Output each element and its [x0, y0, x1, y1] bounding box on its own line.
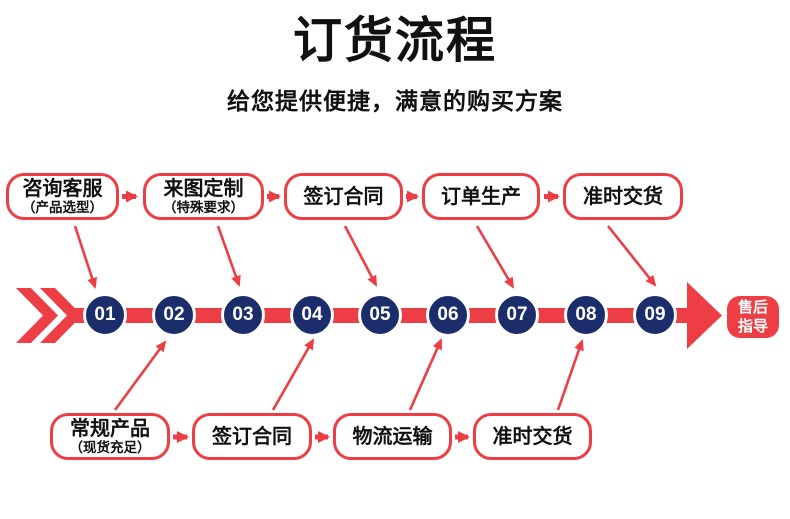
step-box-label: 订单生产: [441, 185, 521, 208]
timeline-step-03: 03: [221, 293, 265, 337]
step-box-label: 来图定制: [163, 178, 244, 200]
page-title: 订货流程: [292, 14, 497, 68]
step-box-label: 签订合同: [212, 425, 292, 448]
timeline-step-04: 04: [290, 293, 334, 337]
step-box-consult-service: 咨询客服 （产品选型）: [6, 173, 119, 220]
timeline-step-07: 07: [495, 293, 539, 337]
step-box-ontime-delivery-bottom: 准时交货: [473, 413, 592, 460]
timeline-step-01: 01: [83, 293, 127, 337]
timeline-step-02: 02: [152, 293, 196, 337]
timeline-step-08: 08: [564, 293, 608, 337]
timeline-step-05: 05: [358, 293, 402, 337]
step-box-label: 签订合同: [303, 185, 384, 208]
page-subtitle: 给您提供便捷，满意的购买方案: [227, 87, 563, 114]
step-box-order-production: 订单生产: [422, 173, 540, 220]
step-box-label: 准时交货: [583, 185, 663, 208]
bottom-to-timeline-arrows: [113, 338, 584, 411]
double-chevron-right-icon: [16, 288, 82, 343]
top-to-timeline-arrows: [73, 225, 657, 289]
step-box-sublabel: （特殊要求）: [163, 200, 244, 215]
step-box-label: 咨询客服: [22, 178, 103, 200]
after-sales-line2: 指导: [737, 318, 768, 335]
step-box-label: 准时交货: [492, 425, 573, 448]
after-sales-line1: 售后: [737, 299, 768, 316]
step-box-logistics: 物流运输: [333, 413, 452, 460]
step-box-custom-design: 来图定制 （特殊要求）: [143, 173, 264, 220]
diagram-header: 订货流程 给您提供便捷，满意的购买方案: [0, 14, 790, 116]
step-box-ontime-delivery-top: 准时交货: [563, 173, 683, 220]
step-box-sublabel: （产品选型）: [22, 200, 103, 215]
step-box-label: 常规产品: [70, 418, 150, 440]
step-box-regular-product: 常规产品 （现货充足）: [50, 413, 170, 460]
timeline-step-09: 09: [633, 293, 677, 337]
step-box-sublabel: （现货充足）: [69, 440, 151, 455]
big-arrow-right-icon: [687, 282, 722, 349]
step-box-sign-contract-bottom: 签订合同: [192, 413, 312, 460]
timeline-step-06: 06: [426, 293, 470, 337]
after-sales-badge: 售后 指导: [727, 296, 779, 338]
step-box-label: 物流运输: [352, 425, 433, 448]
step-box-sign-contract-top: 签订合同: [284, 173, 403, 220]
